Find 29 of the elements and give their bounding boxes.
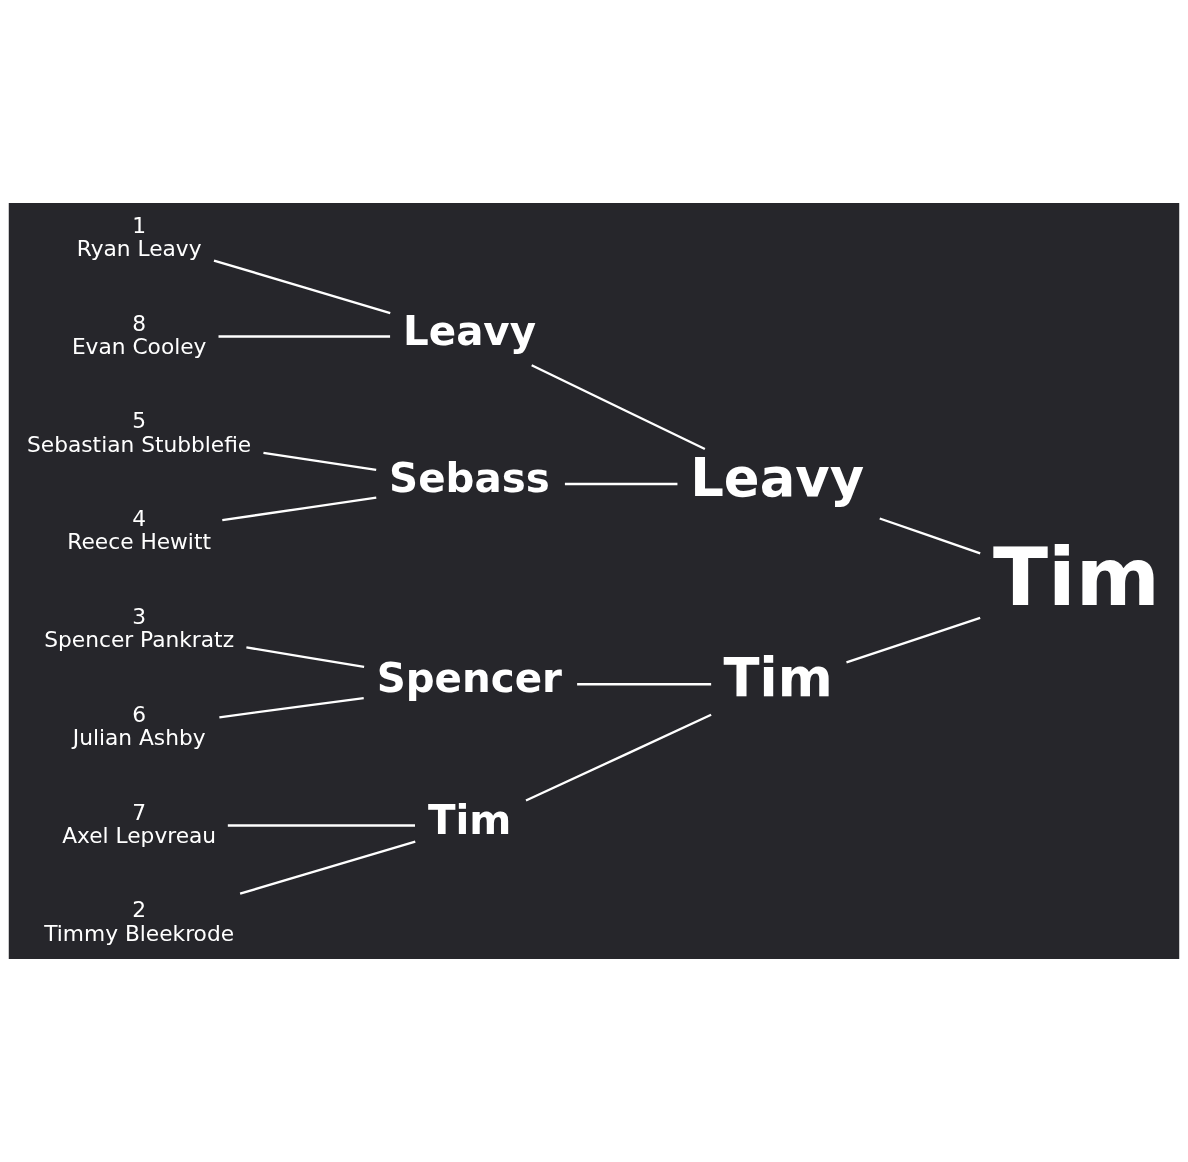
node-text: Tim <box>992 530 1160 625</box>
node-text: Spencer <box>376 655 562 703</box>
node-text: 1 Ryan Leavy <box>76 212 202 262</box>
node-text: Sebass <box>389 455 550 503</box>
connector <box>239 840 416 895</box>
connector <box>246 646 365 668</box>
connector <box>564 482 678 486</box>
connector <box>219 697 364 719</box>
node-text: Tim <box>723 647 833 709</box>
connector <box>531 364 706 451</box>
node-text: Tim <box>427 796 512 844</box>
connector <box>213 259 391 315</box>
connector <box>263 451 377 472</box>
connector <box>846 616 981 664</box>
connector <box>222 496 377 522</box>
node-text: 7 Axel Lepvreau <box>62 799 217 848</box>
connector <box>227 824 415 827</box>
node-text: Leavy <box>690 446 865 508</box>
node-text: 5 Sebastian Stubblefie <box>27 408 252 457</box>
node-text: Leavy <box>403 307 537 355</box>
connector <box>218 335 391 338</box>
connector <box>577 683 712 686</box>
connector <box>879 517 981 555</box>
node-text: 2 Timmy Bleekrode <box>44 897 235 946</box>
connector <box>525 713 712 802</box>
node-text: 8 Evan Cooley <box>71 310 207 359</box>
node-text: 6 Julian Ashby <box>72 701 206 751</box>
node-text: 3 Spencer Pankratz <box>44 604 235 653</box>
node-text: 4 Reece Hewitt <box>67 506 211 555</box>
